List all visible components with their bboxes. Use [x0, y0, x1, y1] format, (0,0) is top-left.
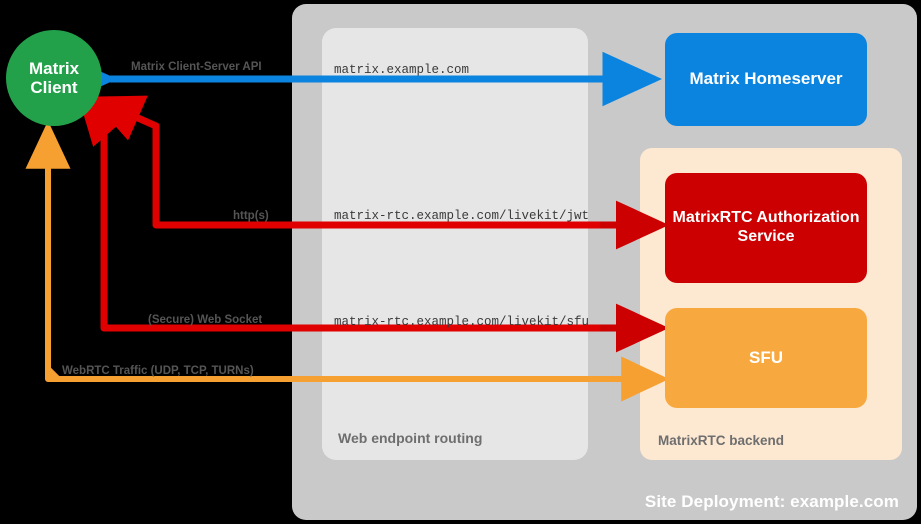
matrix-client-label-line1: Matrix: [28, 58, 80, 78]
protocol-label-https: http(s): [233, 210, 269, 222]
node-matrix-client[interactable]: Matrix Client: [6, 30, 102, 126]
matrix-homeserver-label: Matrix Homeserver: [689, 69, 843, 89]
node-sfu[interactable]: SFU: [665, 308, 867, 408]
protocol-label-web-socket: (Secure) Web Socket: [148, 314, 263, 326]
protocol-label-webrtc-traffic: WebRTC Traffic (UDP, TCP, TURNs): [62, 365, 254, 377]
endpoint-label-matrix: matrix.example.com: [334, 63, 470, 77]
sfu-label: SFU: [749, 347, 783, 367]
web-endpoint-routing-label: Web endpoint routing: [338, 430, 483, 446]
node-matrix-homeserver[interactable]: Matrix Homeserver: [665, 33, 867, 126]
protocol-label-client-server-api: Matrix Client-Server API: [131, 61, 262, 73]
site-deployment-label: Site Deployment: example.com: [644, 492, 899, 511]
node-matrixrtc-authorization-service[interactable]: MatrixRTC Authorization Service: [665, 173, 867, 283]
web-endpoint-routing-container: Web endpoint routing: [322, 28, 588, 460]
matrixrtc-authorization-service-label: MatrixRTC Authorization Service: [672, 209, 860, 245]
matrixrtc-backend-label: MatrixRTC backend: [658, 433, 785, 448]
endpoint-label-livekit-jwt: matrix-rtc.example.com/livekit/jwt: [334, 209, 590, 223]
endpoint-label-livekit-sfu: matrix-rtc.example.com/livekit/sfu: [334, 315, 590, 329]
matrix-client-label-line2: Client: [30, 78, 78, 97]
